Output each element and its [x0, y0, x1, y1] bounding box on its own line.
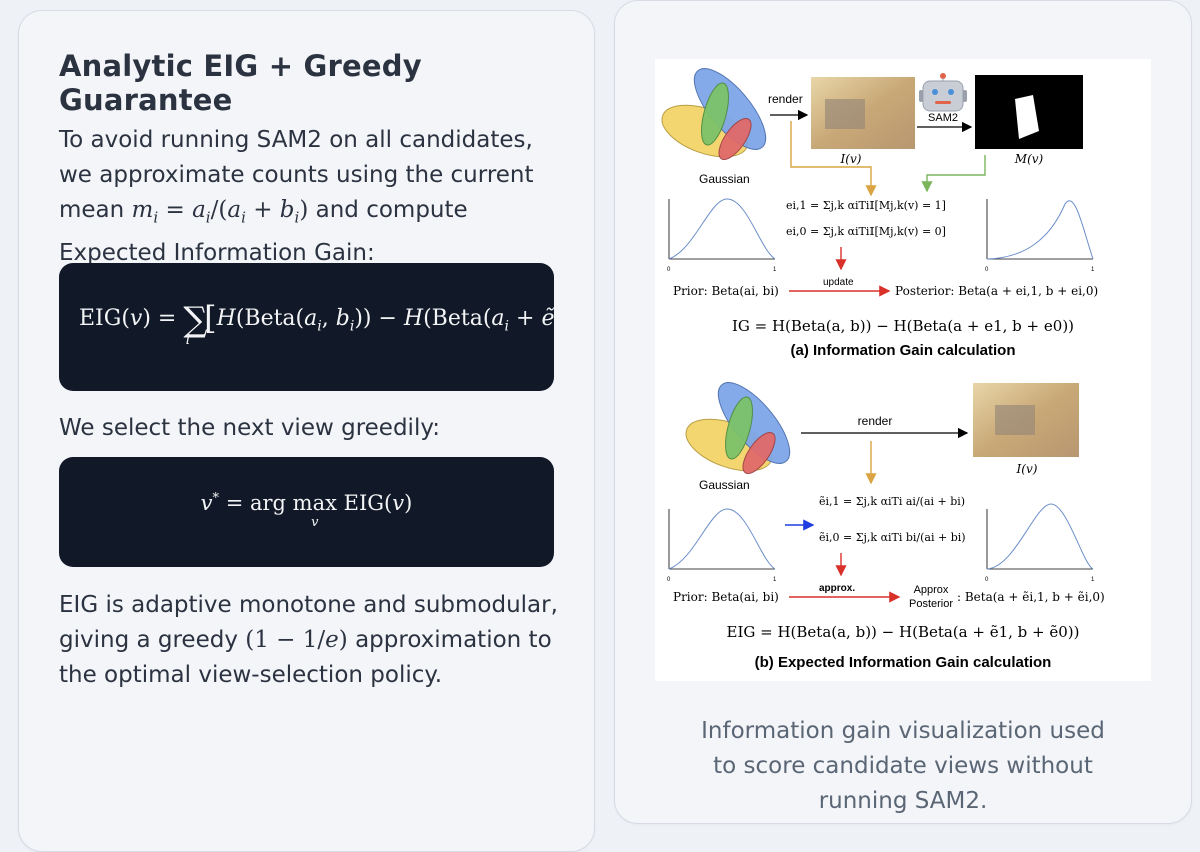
e1-formula-top: ei,1 = Σj,k αiTi𝕀[Mj,k(v) = 1]	[786, 199, 946, 212]
closing-text-2: approximation to the optimal view-select…	[59, 627, 552, 688]
eig-formula-figure: EIG = H(Beta(a, b)) − H(Beta(a + ẽ1, b +…	[727, 623, 1080, 641]
approx-posterior-label-1: Approx	[914, 584, 949, 596]
e0-formula-bottom: ẽi,0 = Σj,k αiTi bi/(ai + bi)	[819, 531, 966, 544]
section-title: Analytic EIG + Greedy Guarantee	[59, 49, 422, 117]
tick-one: 1	[773, 267, 777, 273]
approx-posterior-formula: : Beta(a + ẽi,1, b + ẽi,0)	[957, 590, 1105, 604]
image-to-formula-arrow	[790, 121, 877, 197]
intro-text-1: To avoid running SAM2 on all candidates,…	[59, 127, 534, 223]
gaussian-label-bottom: Gaussian	[699, 478, 750, 492]
tick-zero-b: 0	[667, 577, 671, 583]
left-panel: Analytic EIG + Greedy Guarantee To avoid…	[18, 10, 595, 852]
eig-formula-box: EIG(v) = ∑i[H(Beta(ai, bi)) − H(Beta(ai …	[59, 263, 554, 391]
caption-a: (a) Information Gain calculation	[790, 342, 1015, 359]
posterior-curve-bottom: 0 1	[985, 503, 1095, 583]
approx-posterior-label-2: Posterior	[909, 598, 953, 610]
image-object-bottom	[995, 405, 1035, 435]
closing-text-1: EIG is adaptive monotone and submodular,…	[59, 592, 558, 653]
robot-icon	[919, 73, 967, 112]
tick-one-pb: 1	[1091, 577, 1095, 583]
approx-ratio-math: (1 − 1/e)	[245, 627, 348, 653]
tick-one-post: 1	[1091, 267, 1095, 273]
image-object-top	[825, 99, 865, 129]
render-label-bottom: render	[858, 414, 893, 428]
eig-formula: EIG(v) = ∑i[H(Beta(ai, bi)) − H(Beta(ai …	[79, 299, 554, 349]
prior-curve-bottom: 0 1	[667, 508, 777, 583]
sam2-label: SAM2	[928, 112, 958, 124]
update-label: update	[823, 277, 854, 288]
figure-caption-text: Information gain visualization used to s…	[701, 718, 1105, 814]
approx-label: approx.	[819, 583, 855, 594]
prior-label-top: Prior: Beta(ai, bi)	[673, 284, 779, 298]
prior-label-bottom: Prior: Beta(ai, bi)	[673, 590, 779, 604]
image-label-top: I(v)	[840, 152, 862, 166]
gaussian-ellipses-top	[661, 68, 767, 160]
right-panel: Gaussian render I(v) SAM2 M(v)	[614, 0, 1192, 824]
mask-to-formula-arrow	[921, 155, 986, 193]
tick-zero-post: 0	[985, 267, 989, 273]
e0-formula-top: ei,0 = Σj,k αiTi𝕀[Mj,k(v) = 0]	[786, 225, 946, 238]
ig-formula: IG = H(Beta(a, b)) − H(Beta(a + e1, b + …	[732, 317, 1074, 335]
gaussian-ellipses-bottom	[685, 382, 791, 474]
posterior-curve-top: 0 1	[985, 199, 1095, 273]
closing-paragraph: EIG is adaptive monotone and submodular,…	[59, 588, 569, 693]
render-label-top: render	[768, 92, 803, 106]
tick-one-b: 1	[773, 577, 777, 583]
gaussian-label-top: Gaussian	[699, 172, 750, 186]
intro-paragraph: To avoid running SAM2 on all candidates,…	[59, 123, 559, 271]
information-gain-figure: Gaussian render I(v) SAM2 M(v)	[655, 59, 1151, 681]
select-text: We select the next view greedily:	[59, 415, 441, 441]
mask-shape	[1015, 95, 1039, 139]
mean-math: mi = ai/(ai + bi)	[131, 197, 309, 227]
tick-zero: 0	[667, 267, 671, 273]
mask-label: M(v)	[1014, 152, 1044, 166]
tick-zero-pb: 0	[985, 577, 989, 583]
figure-caption: Information gain visualization used to s…	[615, 714, 1191, 819]
e1-formula-bottom: ẽi,1 = Σj,k αiTi ai/(ai + bi)	[819, 495, 965, 508]
caption-b: (b) Expected Information Gain calculatio…	[755, 654, 1052, 671]
prior-curve-top: 0 1	[667, 198, 777, 273]
image-label-bottom: I(v)	[1016, 462, 1038, 476]
intro-text-2: and compute Expected Information Gain:	[59, 197, 468, 266]
posterior-label-top: Posterior: Beta(a + ei,1, b + ei,0)	[895, 284, 1098, 298]
